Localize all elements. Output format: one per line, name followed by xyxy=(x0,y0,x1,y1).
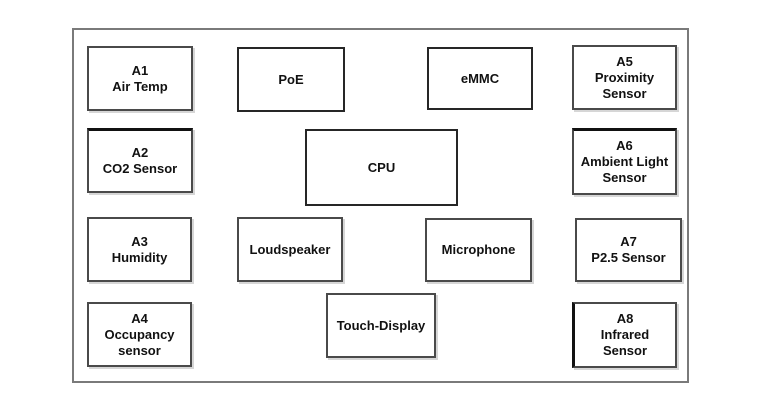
block-microphone: Microphone xyxy=(425,218,532,282)
block-a5-proximity-sensor: A5 Proximity Sensor xyxy=(572,45,677,110)
block-a6-ambient-light-sensor: A6 Ambient Light Sensor xyxy=(572,128,677,195)
block-a7-p25-sensor: A7 P2.5 Sensor xyxy=(575,218,682,282)
block-emmc: eMMC xyxy=(427,47,533,110)
block-cpu: CPU xyxy=(305,129,458,206)
block-a8-infrared-sensor: A8 Infrared Sensor xyxy=(572,302,677,368)
block-a2-co2-sensor: A2 CO2 Sensor xyxy=(87,128,193,193)
block-a3-humidity: A3 Humidity xyxy=(87,217,192,282)
block-touch-display: Touch-Display xyxy=(326,293,436,358)
block-a1-air-temp: A1 Air Temp xyxy=(87,46,193,111)
block-a4-occupancy-sensor: A4 Occupancy sensor xyxy=(87,302,192,367)
block-poe: PoE xyxy=(237,47,345,112)
board-outline: A1 Air Temp PoE eMMC A5 Proximity Sensor… xyxy=(72,28,689,383)
block-loudspeaker: Loudspeaker xyxy=(237,217,343,282)
